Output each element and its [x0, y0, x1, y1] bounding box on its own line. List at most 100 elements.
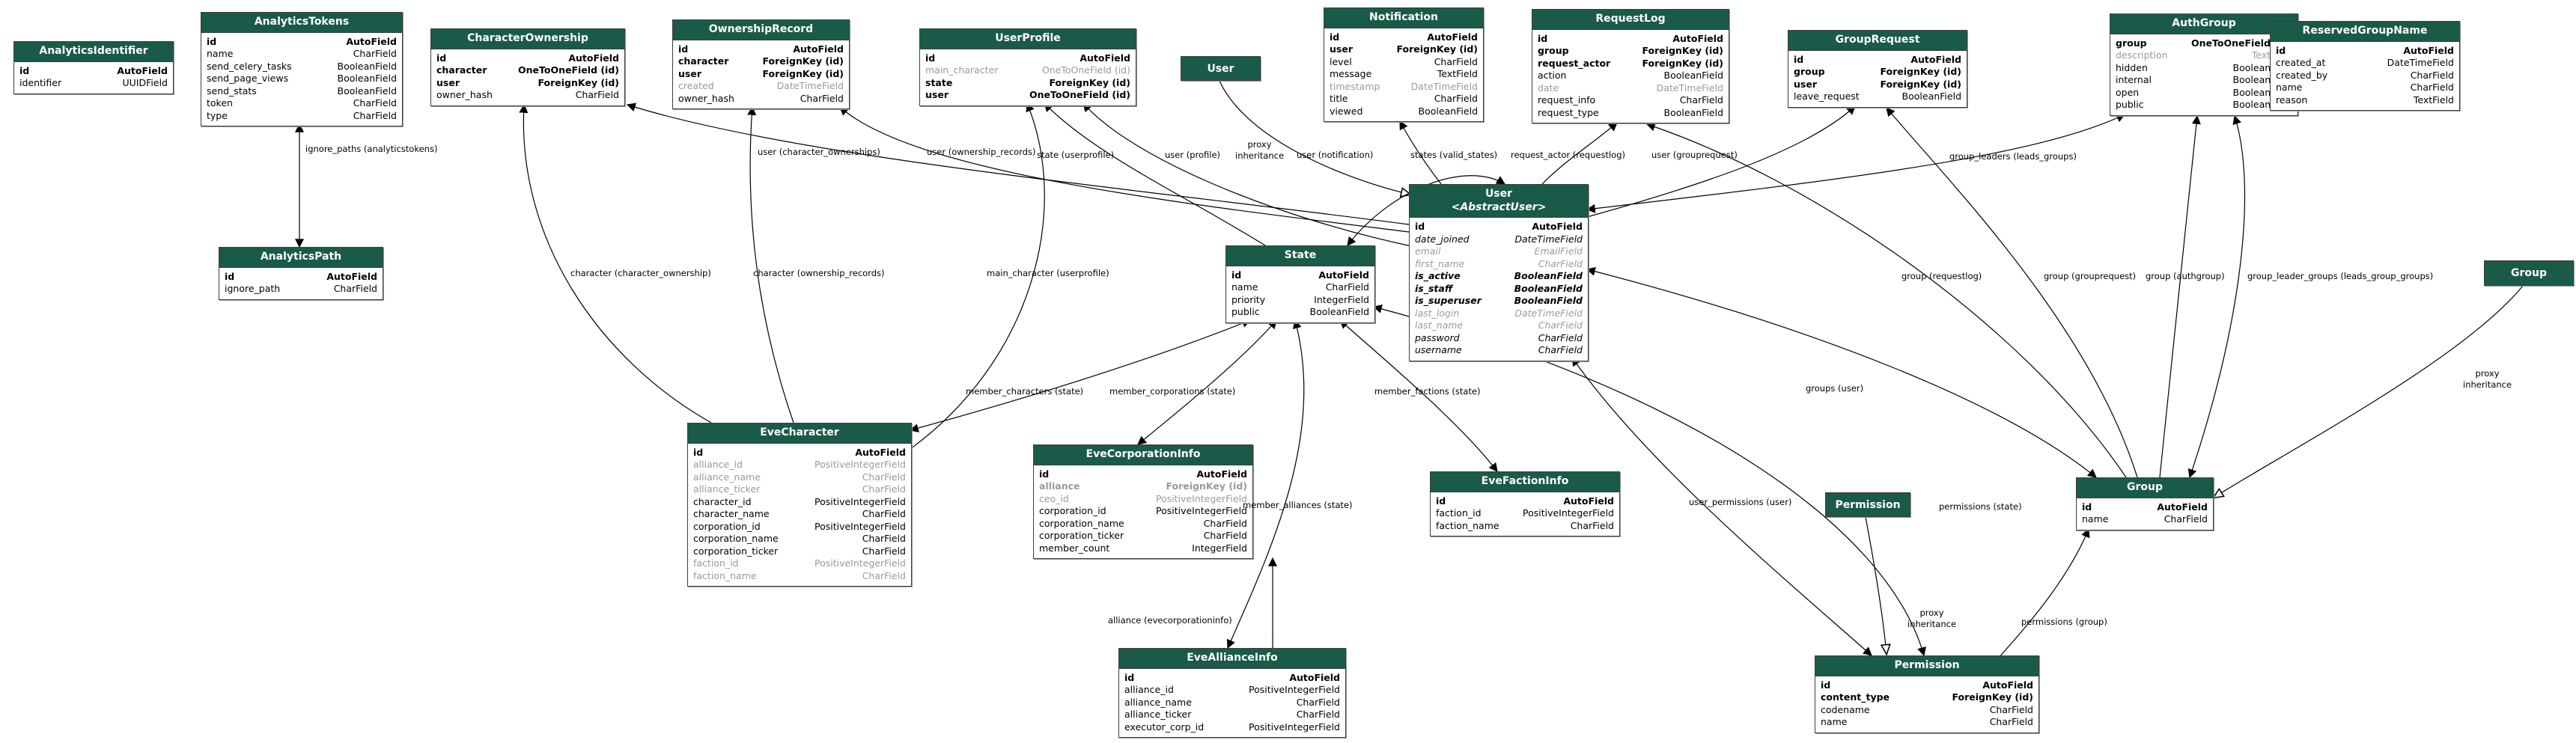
model-title: AnalyticsTokens [201, 13, 402, 33]
model-title: State [1226, 246, 1374, 266]
field-type: CharField [862, 545, 906, 557]
edge-label: group_leaders (leads_groups) [1949, 151, 2077, 162]
field-type: BooleanField [1663, 70, 1723, 81]
field-type: CharField [1325, 281, 1369, 293]
relationship-edge [909, 319, 1252, 432]
field-name: date_joined [1415, 233, 1470, 245]
field-name: id [693, 446, 704, 458]
model-title: UserProfile [920, 29, 1136, 49]
field-name: owner_hash [436, 89, 493, 100]
field-name: alliance_ticker [693, 483, 761, 495]
field-name: date [1538, 82, 1559, 94]
field-name: name [207, 48, 234, 59]
field-name: send_stats [207, 85, 257, 97]
field-name: character_id [693, 495, 752, 507]
field-name: id [19, 64, 30, 76]
field-type: CharField [353, 97, 397, 108]
field-name: created_at [2276, 57, 2326, 68]
field-type: ForeignKey (id) [1952, 691, 2034, 703]
field-name: id [1330, 31, 1340, 43]
field-name: user [925, 89, 949, 100]
field-name: id [1124, 671, 1135, 683]
field-name: viewed [1330, 105, 1363, 117]
proxy-model-user-proxy: User [1181, 56, 1261, 81]
field-type: CharField [1538, 344, 1583, 355]
model-subtitle: <AbstractUser> [1451, 201, 1547, 213]
field-name: last_name [1415, 319, 1464, 331]
field-name: faction_name [693, 569, 757, 581]
field-type: CharField [1203, 530, 1247, 541]
field-type: PositiveIntegerField [1522, 507, 1614, 519]
field-type: CharField [1989, 703, 2033, 715]
edge-label: member_characters (state) [966, 386, 1084, 397]
field-type: AutoField [1080, 52, 1130, 64]
field-name: hidden [2116, 61, 2148, 73]
edge-label: main_character (userprofile) [987, 268, 1109, 278]
field-name: first_name [1415, 257, 1465, 269]
field-type: ForeignKey (id) [1642, 57, 1724, 69]
edge-label: group (requestlog) [1901, 271, 1982, 281]
field-type: ForeignKey (id) [1642, 45, 1724, 56]
field-type: BooleanField [1514, 282, 1583, 294]
field-name: faction_id [693, 557, 739, 569]
relationship-edge [1586, 114, 2126, 213]
field-type: ForeignKey (id) [1166, 480, 1248, 492]
relationship-edge [839, 106, 1410, 233]
model-title: Group [2077, 478, 2213, 498]
proxy-model-permission-proxy: Permission [1825, 492, 1910, 517]
field-type: CharField [2164, 513, 2208, 525]
edge-label: group_leader_groups (leads_group_groups) [2247, 271, 2434, 281]
edge-label: user (character_ownerships) [758, 147, 880, 157]
field-type: PositiveIntegerField [1248, 721, 1340, 733]
edge-label: user (grouprequest) [1651, 150, 1738, 160]
relationship-edge [1586, 266, 2097, 478]
field-type: BooleanField [337, 85, 397, 97]
field-name: alliance_id [1124, 684, 1174, 695]
field-type: BooleanField [337, 60, 397, 72]
edge-label: user_permissions (user) [1689, 497, 1792, 507]
field-name: id [1415, 221, 1425, 232]
field-name: user [436, 76, 460, 88]
field-name: last_login [1415, 307, 1460, 319]
field-name: main_character [925, 64, 999, 76]
field-type: ForeignKey (id) [1880, 66, 1962, 77]
field-name: leave_request [1794, 91, 1860, 102]
field-name: public [2116, 99, 2144, 110]
field-type: TextField [2413, 94, 2454, 106]
model-title: EveCorporationInfo [1034, 445, 1252, 465]
edge-label: ignore_paths (analyticstokens) [305, 144, 438, 154]
field-name: message [1330, 68, 1372, 79]
field-name: name [1821, 716, 1848, 727]
field-type: CharField [1679, 94, 1723, 106]
field-type: CharField [333, 283, 377, 294]
field-name: name [2276, 82, 2303, 93]
